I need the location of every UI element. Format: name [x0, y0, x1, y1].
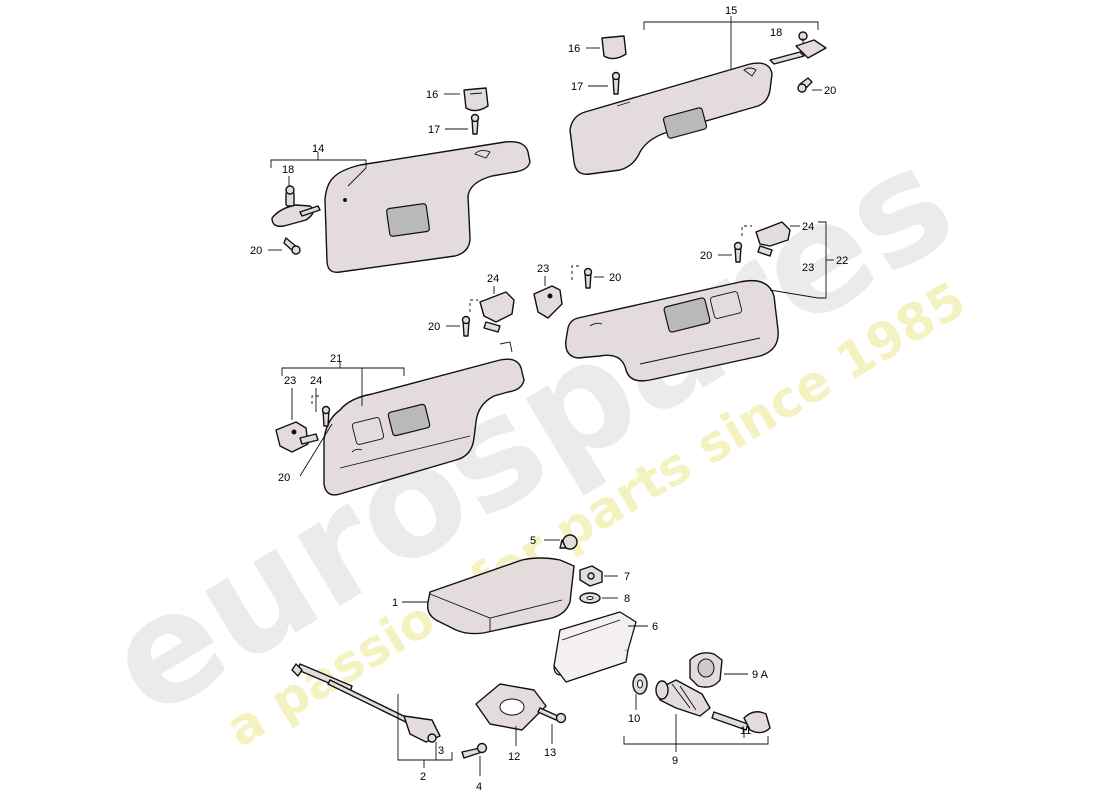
clip-16	[463, 87, 489, 112]
glove-box-1	[426, 557, 575, 635]
nut-7	[579, 565, 603, 587]
callout-23: 23	[802, 262, 814, 274]
screw-4	[461, 742, 488, 759]
visor-hook-18	[271, 185, 321, 228]
watermark: eurospares a passion for parts since 198…	[79, 113, 982, 758]
callout-13: 13	[544, 747, 556, 759]
sun-visor-15	[569, 62, 773, 175]
hinge-23	[533, 285, 563, 319]
callout-10: 10	[628, 713, 640, 725]
bezel-12	[475, 683, 547, 731]
watermark-brand: eurospares	[79, 113, 982, 751]
screw-20	[797, 77, 813, 93]
clip-16	[601, 35, 627, 60]
plug-5	[559, 534, 578, 550]
callout-23: 23	[284, 375, 296, 387]
screw-13	[537, 707, 567, 724]
callout-1: 1	[392, 597, 398, 609]
callout-22: 22	[836, 255, 848, 267]
lock-9	[655, 679, 711, 717]
callout-20: 20	[428, 321, 440, 333]
callout-24: 24	[487, 273, 499, 285]
hinge-23	[275, 421, 319, 453]
callout-20: 20	[824, 85, 836, 97]
callout-16: 16	[568, 43, 580, 55]
callouts: 15 16 16 17 17 18 18 20 20 20 20 20 20 1…	[250, 5, 848, 793]
key-11	[711, 711, 771, 734]
washer-8	[579, 592, 601, 604]
callout-18: 18	[770, 27, 782, 39]
callout-6: 6	[652, 621, 658, 633]
hinge-24	[479, 291, 515, 333]
visor-hook-18	[769, 31, 827, 65]
callout-20: 20	[609, 272, 621, 284]
callout-17: 17	[428, 124, 440, 136]
glove-box-lid-6	[553, 611, 637, 683]
callout-20: 20	[700, 250, 712, 262]
sun-visor-22	[565, 279, 779, 382]
ring-10	[632, 673, 648, 695]
screw-20	[283, 237, 301, 255]
callout-14: 14	[312, 143, 324, 155]
callout-12: 12	[508, 751, 520, 763]
screw-20	[461, 315, 471, 337]
screw-20	[733, 241, 743, 263]
callout-23: 23	[537, 263, 549, 275]
callout-8: 8	[624, 593, 630, 605]
callout-9a: 9 A	[752, 669, 769, 681]
callout-4: 4	[476, 781, 482, 793]
screw-17	[470, 113, 480, 135]
callout-24: 24	[802, 221, 814, 233]
hinge-24	[755, 221, 791, 257]
callout-21: 21	[330, 353, 342, 365]
callout-7: 7	[624, 571, 630, 583]
callout-24: 24	[310, 375, 322, 387]
callout-17: 17	[571, 81, 583, 93]
screw-20	[583, 267, 593, 289]
sun-visor-14	[324, 141, 531, 273]
callout-11: 11	[740, 725, 751, 737]
callout-18: 18	[282, 164, 294, 176]
sun-visor-21	[323, 341, 525, 496]
callout-3: 3	[438, 745, 444, 757]
callout-15: 15	[725, 5, 737, 17]
callout-5: 5	[530, 535, 536, 547]
callout-16: 16	[426, 89, 438, 101]
check-strap-3	[291, 663, 441, 743]
screw-17	[611, 71, 621, 95]
callout-20: 20	[278, 472, 290, 484]
callout-20: 20	[250, 245, 262, 257]
screw-20	[321, 405, 331, 427]
callout-9: 9	[672, 755, 678, 767]
callout-2: 2	[420, 771, 426, 783]
lock-cylinder-9a	[689, 652, 723, 688]
